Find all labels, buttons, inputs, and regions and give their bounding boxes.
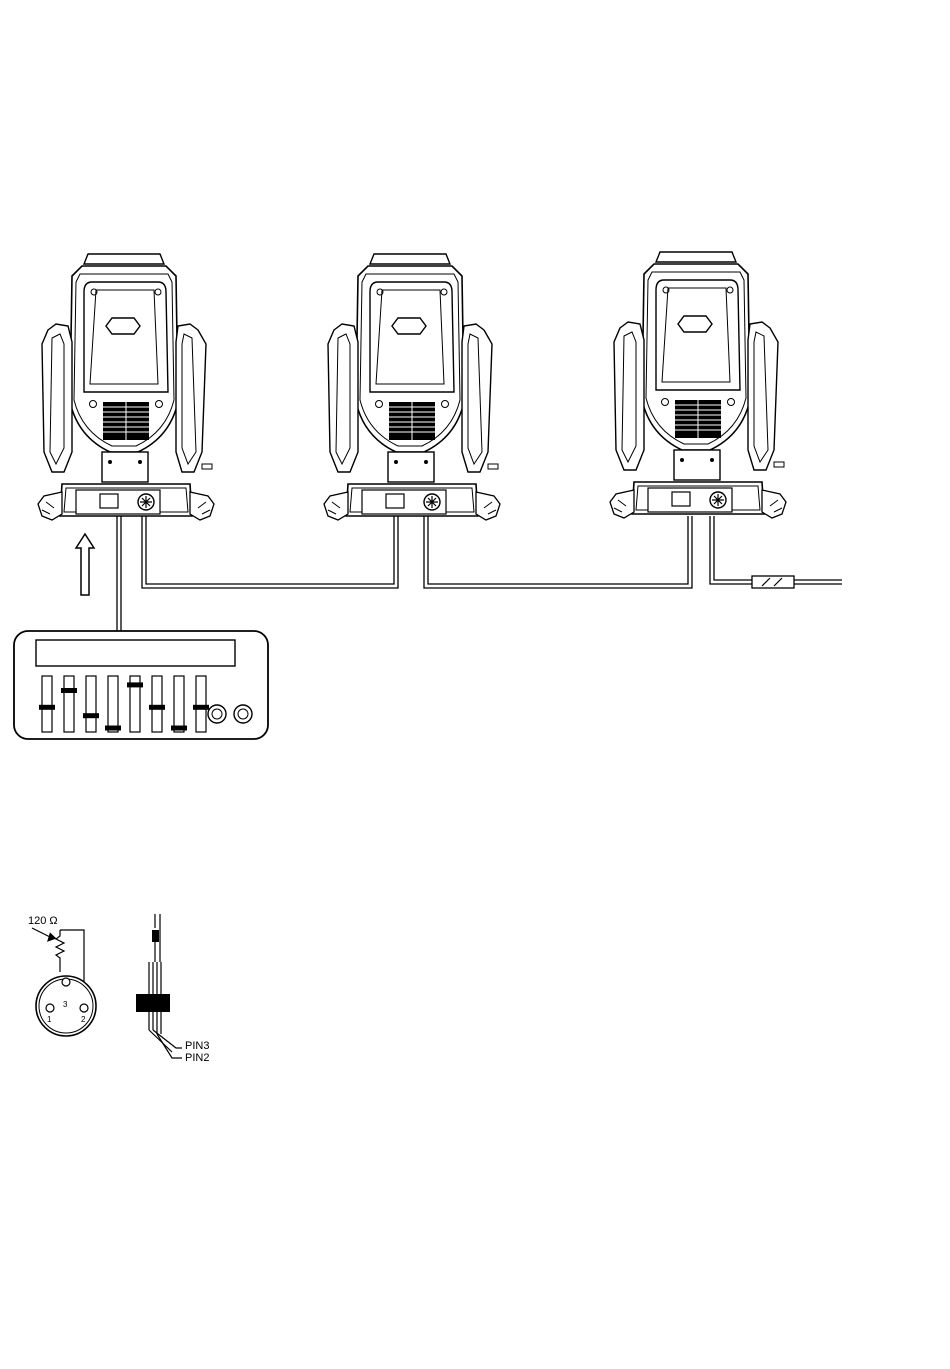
xlr-terminator-detail: 120 Ω 3 1 2	[28, 915, 96, 1036]
dmx-cable-run	[117, 516, 842, 632]
dmx-controller	[14, 631, 268, 739]
pin3-label: PIN3	[185, 1040, 209, 1052]
moving-head-fixture-1	[38, 254, 214, 520]
fader-track-8	[196, 676, 206, 732]
fader-knob-2	[61, 688, 77, 693]
pin-label-3: 3	[63, 1000, 68, 1009]
controller-knob-2	[234, 705, 252, 723]
cable-resistor-detail: PIN3 PIN2	[136, 914, 209, 1064]
terminator-plug-icon	[752, 576, 794, 588]
heat-shrink-sleeve	[136, 994, 170, 1012]
fader-track-1	[42, 676, 52, 732]
controller-knob-1	[208, 705, 226, 723]
moving-head-fixture-3	[610, 252, 786, 518]
signal-direction-arrow-icon	[76, 534, 94, 595]
fader-track-4	[108, 676, 118, 732]
fader-track-3	[86, 676, 96, 732]
resistor-zigzag-icon	[56, 930, 64, 972]
fader-knob-6	[149, 705, 165, 710]
fader-knob-7	[171, 726, 187, 731]
controller-display	[36, 640, 235, 666]
fader-knob-8	[193, 705, 209, 710]
fader-knob-3	[83, 713, 99, 718]
fader-track-7	[174, 676, 184, 732]
fader-track-6	[152, 676, 162, 732]
fader-track-2	[64, 676, 74, 732]
pin2-label: PIN2	[185, 1052, 209, 1064]
pin-label-2: 2	[81, 1015, 86, 1024]
fader-knob-5	[127, 682, 143, 687]
fader-knob-1	[39, 705, 55, 710]
resistor-label: 120 Ω	[28, 915, 58, 927]
moving-head-fixture-2	[324, 254, 500, 520]
fader-knob-4	[105, 726, 121, 731]
pin-label-1: 1	[47, 1015, 52, 1024]
